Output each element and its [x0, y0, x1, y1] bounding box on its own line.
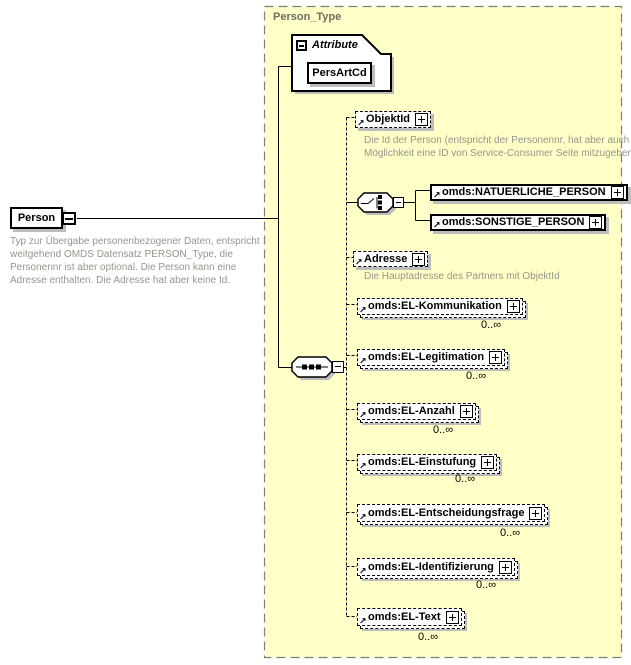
element-sonstige-person[interactable]: ↗ omds:SONSTIGE_PERSON — [430, 213, 607, 231]
element-label: omds:EL-Anzahl — [368, 405, 455, 417]
collapse-icon[interactable] — [332, 361, 344, 373]
type-panel — [263, 5, 623, 659]
cardinality-label: 0..∞ — [455, 473, 476, 485]
attribute-persartcd[interactable]: PersArtCd — [307, 62, 372, 84]
element-el-einstufung[interactable]: ↗ omds:EL-Einstufung — [357, 453, 501, 474]
expand-icon[interactable] — [498, 560, 512, 574]
element-natuerliche-person-row: ↗ omds:NATUERLICHE_PERSON — [430, 182, 628, 201]
element-label: omds:EL-Einstufung — [368, 456, 477, 468]
element-el-legitimation[interactable]: ↗ omds:EL-Legitimation — [357, 348, 509, 369]
element-label: omds:EL-Text — [368, 611, 441, 623]
expand-icon[interactable] — [589, 215, 603, 229]
element-el-text[interactable]: ↗ omds:EL-Text — [357, 608, 465, 629]
type-panel-title: Person_Type — [273, 11, 342, 23]
collapse-icon[interactable] — [62, 212, 76, 225]
reference-arrow-icon: ↗ — [359, 410, 367, 421]
element-el-anzahl[interactable]: ↗ omds:EL-Anzahl — [357, 402, 479, 423]
element-el-einstufung-row: ↗ omds:EL-Einstufung — [357, 452, 501, 474]
element-objektid[interactable]: ↗ ObjektId — [355, 110, 432, 129]
cardinality-label: 0..∞ — [481, 319, 502, 331]
reference-arrow-icon: ↗ — [359, 567, 367, 577]
element-person[interactable]: Person — [10, 207, 63, 229]
cardinality-label: 0..∞ — [500, 527, 521, 539]
expand-icon[interactable] — [506, 299, 520, 313]
person-annotation: Typ zur Übergabe personenbezogener Daten… — [10, 236, 260, 286]
element-el-entscheidungsfrage-row: ↗ omds:EL-Entscheidungsfrage — [357, 503, 549, 525]
expand-icon[interactable] — [445, 610, 459, 624]
expand-icon[interactable] — [529, 506, 543, 520]
reference-arrow-icon: ↗ — [359, 617, 367, 627]
element-label: omds:EL-Legitimation — [368, 351, 485, 363]
expand-icon[interactable] — [610, 185, 624, 199]
solid-connectors — [77, 66, 430, 368]
element-el-text-row: ↗ omds:EL-Text — [357, 607, 465, 629]
element-natuerliche-person[interactable]: ↗ omds:NATUERLICHE_PERSON — [430, 183, 628, 201]
expand-icon[interactable] — [412, 252, 426, 266]
element-adresse-row: ↗ Adresse — [353, 249, 429, 268]
element-el-kommunikation[interactable]: ↗ omds:EL-Kommunikation — [357, 297, 526, 318]
cardinality-label: 0..∞ — [433, 424, 454, 436]
expand-icon[interactable] — [489, 350, 503, 364]
expand-icon[interactable] — [415, 112, 429, 126]
element-el-kommunikation-row: ↗ omds:EL-Kommunikation — [357, 296, 526, 318]
choice-connector-icon[interactable] — [357, 192, 396, 215]
element-sonstige-person-row: ↗ omds:SONSTIGE_PERSON — [430, 212, 607, 231]
reference-arrow-icon: ↗ — [359, 305, 367, 316]
expand-icon[interactable] — [459, 404, 473, 418]
adresse-description: Die Hauptadresse des Partners mit Objekt… — [364, 271, 560, 282]
element-label: ObjektId — [366, 113, 411, 125]
sequence-connector-icon[interactable] — [291, 356, 335, 380]
element-label: omds:SONSTIGE_PERSON — [442, 216, 585, 228]
reference-arrow-icon: ↗ — [433, 190, 441, 201]
reference-arrow-icon: ↗ — [433, 220, 441, 231]
cardinality-label: 0..∞ — [466, 370, 487, 382]
collapse-icon[interactable] — [296, 40, 307, 51]
reference-arrow-icon: ↗ — [359, 513, 367, 523]
element-el-identifizierung[interactable]: ↗ omds:EL-Identifizierung — [357, 558, 518, 579]
element-el-entscheidungsfrage[interactable]: ↗ omds:EL-Entscheidungsfrage — [357, 504, 549, 525]
dashed-connectors — [346, 117, 357, 617]
element-el-identifizierung-row: ↗ omds:EL-Identifizierung — [357, 557, 518, 579]
element-label: omds:NATUERLICHE_PERSON — [442, 186, 606, 198]
cardinality-label: 0..∞ — [418, 631, 439, 643]
reference-arrow-icon: ↗ — [357, 118, 365, 129]
attribute-tab-label: Attribute — [312, 39, 358, 51]
element-label: omds:EL-Kommunikation — [368, 300, 502, 312]
cardinality-label: 0..∞ — [476, 579, 497, 591]
reference-arrow-icon: ↗ — [359, 356, 367, 367]
collapse-icon[interactable] — [393, 197, 404, 208]
element-label: omds:EL-Entscheidungsfrage — [368, 507, 525, 519]
reference-arrow-icon: ↗ — [355, 258, 363, 268]
element-objektid-row: ↗ ObjektId — [355, 109, 432, 129]
reference-arrow-icon: ↗ — [359, 461, 367, 472]
objektid-description: Die Id der Person (entspricht der Person… — [364, 135, 631, 159]
expand-icon[interactable] — [481, 455, 495, 469]
element-adresse[interactable]: ↗ Adresse — [353, 251, 429, 268]
element-el-anzahl-row: ↗ omds:EL-Anzahl — [357, 401, 479, 423]
element-el-legitimation-row: ↗ omds:EL-Legitimation — [357, 347, 509, 369]
element-label: Adresse — [364, 253, 408, 265]
element-label: omds:EL-Identifizierung — [368, 561, 494, 573]
